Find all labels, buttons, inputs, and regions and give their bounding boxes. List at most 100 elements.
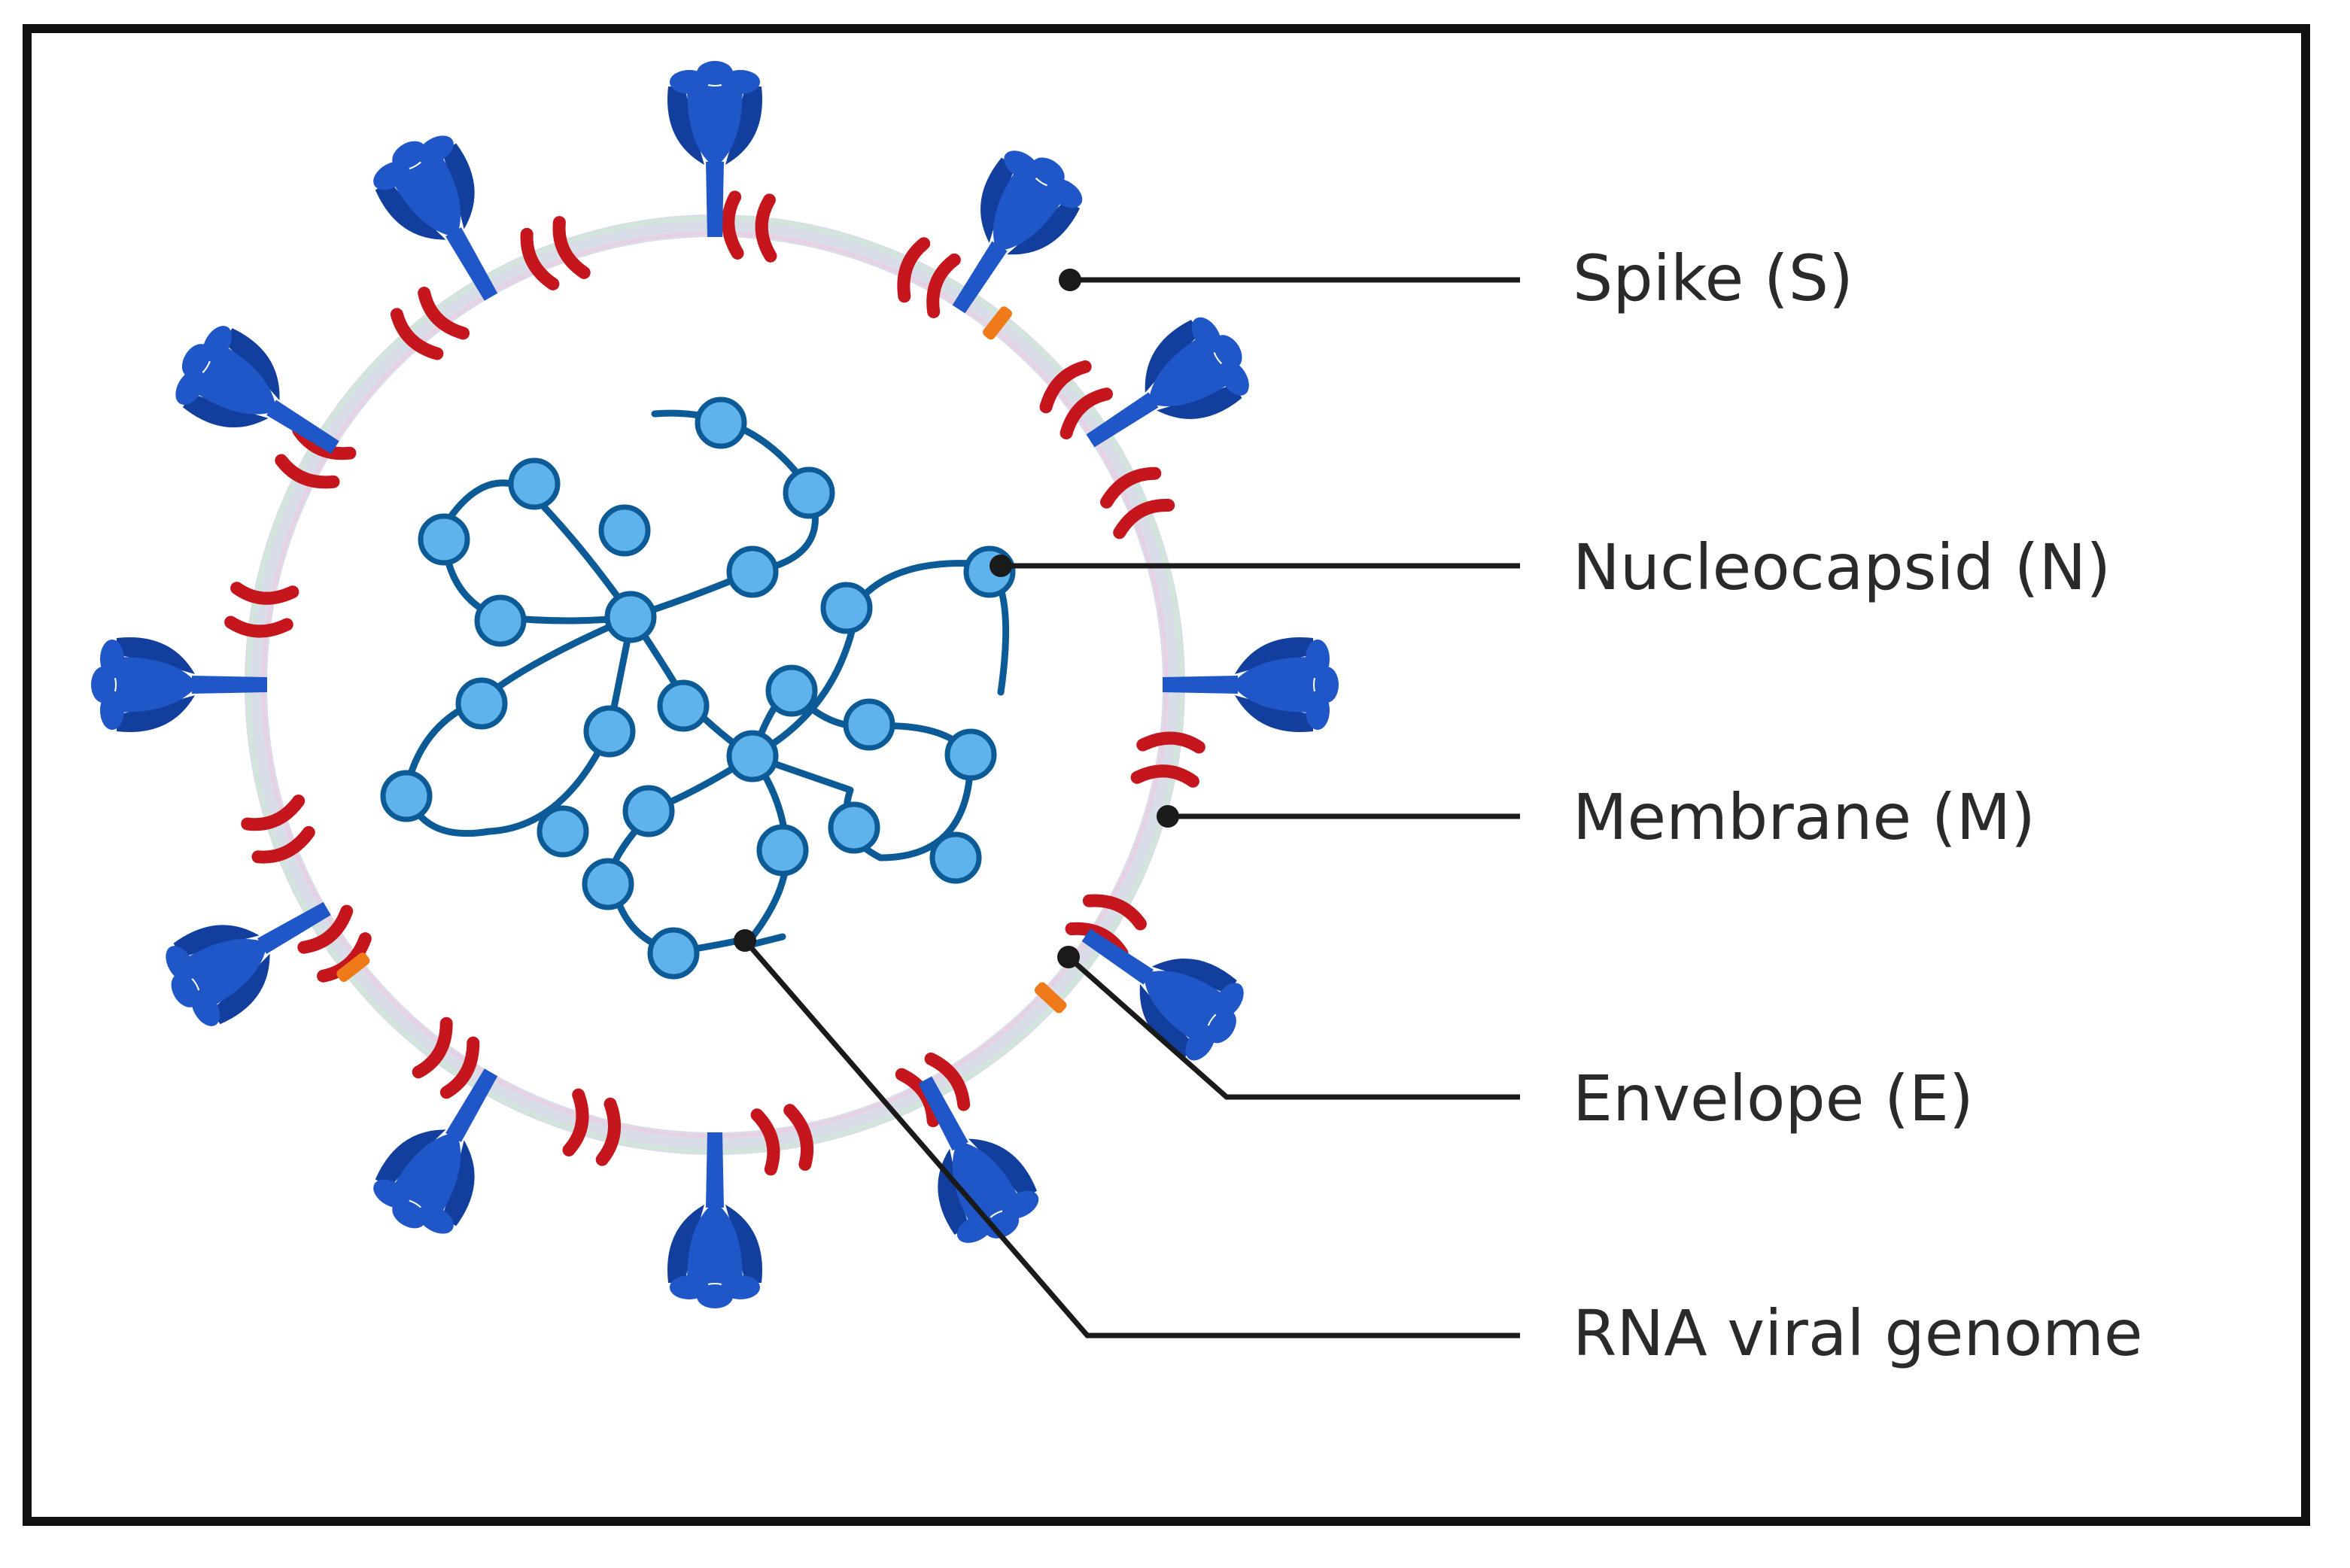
spike-lobe <box>667 87 704 165</box>
spike-lobe <box>1151 959 1237 995</box>
membrane-protein <box>1039 360 1113 440</box>
spike-cap <box>392 1200 426 1229</box>
leader-dot-nucleocapsid <box>990 555 1012 577</box>
spike-lobe <box>725 1205 762 1283</box>
nucleocapsid-bead <box>929 831 982 884</box>
envelope-protein <box>983 306 1012 340</box>
membrane-protein-arc <box>783 1104 814 1171</box>
membrane-protein <box>241 795 315 864</box>
spike-cap <box>392 141 426 169</box>
spike-lobe <box>667 1205 704 1283</box>
spike-lobe <box>375 181 446 240</box>
label-envelope: Envelope (E) <box>1573 1062 1974 1135</box>
nucleocapsid-bead <box>765 664 818 717</box>
spike-cap <box>175 369 205 405</box>
spike-cap <box>1208 1010 1236 1044</box>
leader-dot-membrane <box>1157 805 1179 828</box>
leader-dot-rna <box>734 929 756 952</box>
spike-cap <box>1219 360 1249 396</box>
spike-cap <box>1004 150 1040 181</box>
label-spike: Spike (S) <box>1573 242 1853 315</box>
label-nucleocapsid: Nucleocapsid (N) <box>1573 530 2111 604</box>
spike-lobe <box>442 1140 475 1226</box>
membrane-protein-arc <box>275 454 340 489</box>
membrane-protein-arc <box>1100 466 1162 509</box>
spike-cap <box>1315 667 1339 703</box>
viral-envelope-ring <box>245 214 1185 1155</box>
rna-strand-segment <box>749 933 786 948</box>
spike-head <box>993 159 1070 251</box>
membrane-protein <box>390 287 470 360</box>
nucleocapsid-bead <box>695 397 747 449</box>
nucleocapsid-bead <box>944 728 997 781</box>
membrane-protein-arc <box>924 1052 971 1111</box>
spike-cap <box>418 135 454 165</box>
nucleocapsid-beads <box>380 397 1016 980</box>
membrane-protein-arc <box>595 1097 622 1166</box>
spike-protein <box>918 1076 1039 1243</box>
spike-lobe <box>1235 695 1313 732</box>
nucleocapsid-bead <box>843 698 895 751</box>
leader-dot-spike <box>1059 269 1081 291</box>
nucleocapsid-bead <box>657 679 710 732</box>
spike-protein <box>91 637 267 732</box>
spike-cap <box>697 1284 733 1308</box>
label-membrane: Membrane (M) <box>1573 780 2035 854</box>
spike-head <box>386 143 461 238</box>
membrane-protein-arc <box>1082 894 1147 931</box>
membrane-protein-arc <box>552 216 591 279</box>
spike-cap <box>166 946 195 982</box>
spike-protein <box>373 135 498 301</box>
membrane-protein-arc <box>1130 764 1199 788</box>
spike-protein <box>667 1132 762 1308</box>
spike-head <box>173 938 268 1013</box>
spike-stalk <box>445 1068 498 1142</box>
nucleocapsid-bead <box>726 545 779 598</box>
nucleocapsid-bead <box>820 582 873 634</box>
leader-dot-envelope <box>1057 946 1080 968</box>
membrane-protein-arc <box>230 582 299 605</box>
spike-head <box>1148 330 1241 407</box>
envelope-ring-band <box>245 214 1185 1155</box>
leader-line-envelope <box>1066 955 1520 1100</box>
nucleocapsid-bead <box>756 824 809 877</box>
spike-head <box>1143 971 1236 1048</box>
membrane-protein-arc <box>926 253 961 318</box>
nucleocapsid-bead <box>783 466 835 519</box>
nucleocapsid-bead <box>726 730 779 782</box>
nucleocapsid-bead <box>622 785 675 837</box>
nucleocapsid-bead <box>380 770 433 822</box>
envelope-protein <box>1034 982 1067 1013</box>
spike-cap <box>181 344 211 378</box>
membrane-protein-arc <box>224 615 293 638</box>
spike-lobe <box>375 1129 446 1188</box>
spike-head <box>105 657 198 713</box>
membrane-protein <box>224 582 299 638</box>
membrane-protein-arc <box>755 193 777 263</box>
leader-line-rna <box>743 938 1520 1339</box>
nucleocapsid-bead <box>828 801 880 854</box>
envelope-protein <box>336 953 370 982</box>
spike-stalk <box>952 241 1008 314</box>
membrane-protein-arc <box>750 1108 780 1176</box>
spike-stalk <box>1086 392 1159 448</box>
spike-stalk <box>1081 928 1154 985</box>
spike-lobe <box>968 1138 1037 1199</box>
membrane-protein-arc <box>241 795 306 831</box>
membrane-protein-arc <box>418 287 470 340</box>
envelope-protein-bar <box>1034 982 1067 1013</box>
spike-protein <box>667 61 762 237</box>
spike-cap <box>418 1205 454 1234</box>
spike-cap <box>1214 335 1242 369</box>
spike-lobe <box>173 925 260 958</box>
envelope-protein-bar <box>983 306 1012 340</box>
spike-cap <box>985 1211 1020 1238</box>
membrane-protein <box>750 1104 814 1176</box>
membrane-protein <box>1100 466 1175 539</box>
membrane-protein <box>562 1088 622 1166</box>
spike-stalk <box>918 1076 968 1151</box>
nucleocapsid-bead <box>474 594 527 647</box>
spike-head <box>1232 657 1324 713</box>
spike-lobe <box>117 695 195 732</box>
